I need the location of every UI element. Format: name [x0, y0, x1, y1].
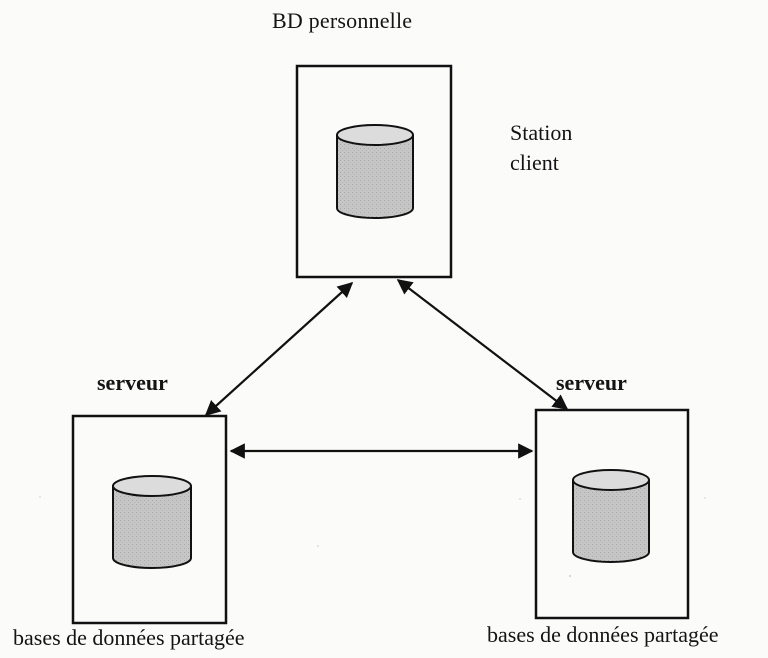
client-database-icon [336, 124, 414, 219]
shared-db-right-label: bases de données partagée [487, 622, 719, 647]
client-station-label-line2: client [510, 150, 559, 175]
shared-db-left-label: bases de données partagée [13, 625, 245, 650]
arrow-client-to-left-server [204, 281, 354, 417]
server-left-label: serveur [97, 370, 168, 395]
client-station-label-line1: Station [510, 120, 573, 145]
server-right-label: serveur [556, 370, 627, 395]
scan-noise [39, 496, 706, 577]
server-left-database-icon [112, 475, 192, 569]
client-station-box [295, 64, 453, 279]
personal-db-label: BD personnelle [272, 8, 413, 33]
server-right-box [534, 408, 690, 620]
arrow-client-to-right-server [396, 279, 569, 410]
client-station-label: Station client [510, 118, 572, 178]
server-left-box [71, 414, 228, 625]
server-right-database-icon [572, 469, 650, 563]
